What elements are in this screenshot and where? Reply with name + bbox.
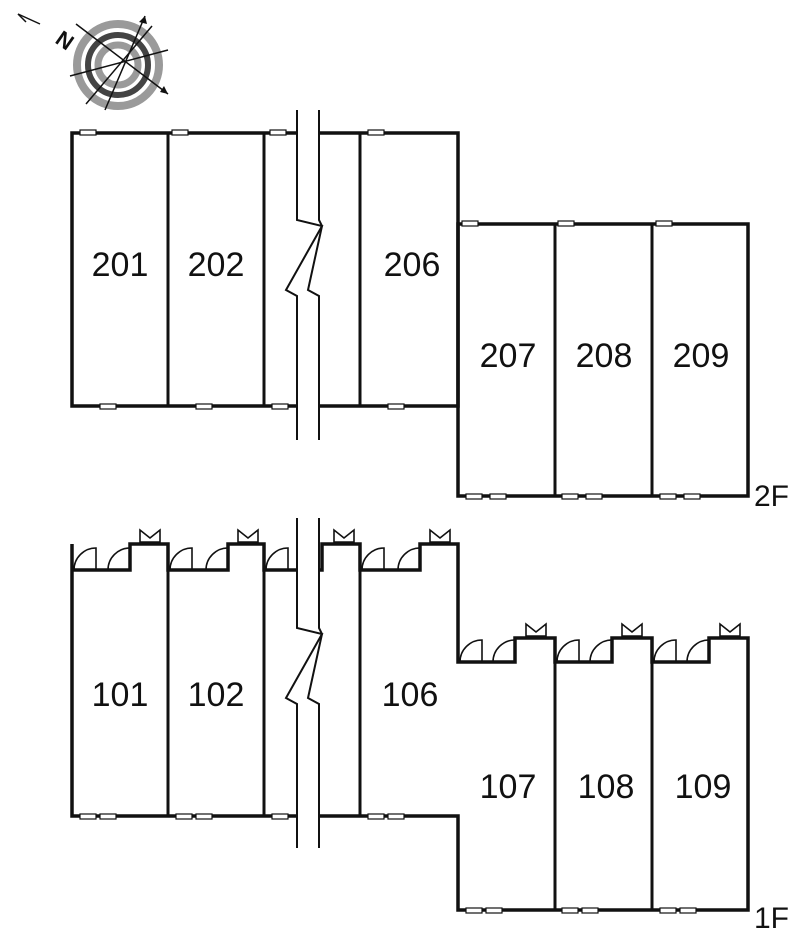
- unit-label-208: 208: [576, 337, 633, 375]
- floor-label-1f: 1F: [754, 902, 789, 935]
- floor-2f-plan: 201 202 206 207 208 209 2F: [70, 110, 789, 513]
- unit-label-207: 207: [480, 337, 537, 375]
- compass-rose-icon: N: [17, 13, 169, 111]
- unit-label-101: 101: [92, 676, 149, 714]
- unit-label-202: 202: [188, 246, 245, 284]
- floor-1f-plan: 101 102 106 107 108 109 1F: [70, 518, 789, 935]
- unit-label-206: 206: [384, 246, 441, 284]
- unit-label-209: 209: [673, 337, 730, 375]
- unit-label-109: 109: [675, 768, 732, 806]
- unit-label-108: 108: [578, 768, 635, 806]
- unit-label-201: 201: [92, 246, 149, 284]
- unit-label-106: 106: [382, 676, 439, 714]
- compass-north-letter: N: [51, 26, 78, 56]
- unit-label-107: 107: [480, 768, 537, 806]
- unit-label-102: 102: [188, 676, 245, 714]
- window-markers-1f: [79, 813, 697, 914]
- floor-label-2f: 2F: [754, 480, 789, 513]
- door-symbols-1f: [73, 528, 741, 663]
- window-markers-2f: [79, 129, 701, 500]
